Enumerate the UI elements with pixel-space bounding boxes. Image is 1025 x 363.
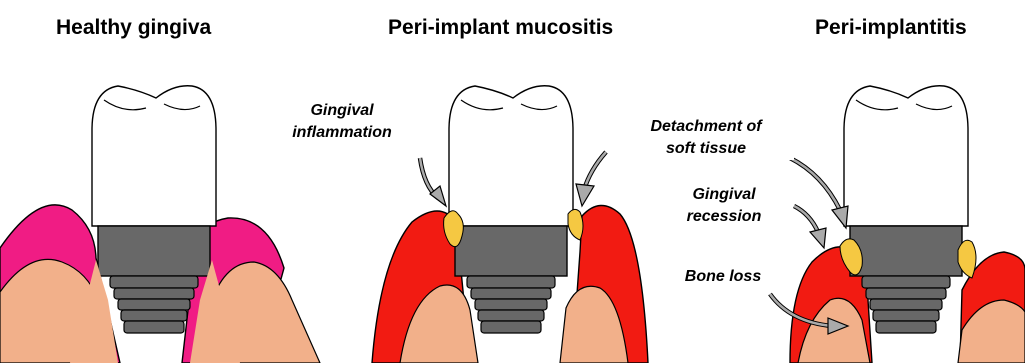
label-gingival-inflammation-line1: Gingival [272,100,412,122]
label-recession-line1: Gingival [662,184,786,206]
label-gingival-inflammation: Gingival inflammation [272,100,412,144]
label-detachment-line1: Detachment of [618,116,794,138]
label-gingival-recession: Gingival recession [662,184,786,228]
implant-crown-mucositis [449,86,573,333]
label-bone-loss: Bone loss [668,266,778,288]
title-healthy-gingiva: Healthy gingiva [56,16,211,40]
plaque-right-mucositis [568,209,583,240]
label-recession-line2: recession [662,206,786,228]
title-peri-implantitis: Peri-implantitis [815,16,967,40]
arrow-detachment-implantitis [790,158,848,228]
panel-implantitis [790,86,1025,363]
panel-mucositis [372,86,648,363]
arrow-gingival-recession [794,206,826,248]
label-detachment-line2: soft tissue [618,138,794,160]
label-bone-loss-text: Bone loss [668,266,778,288]
arrow-detachment-mucositis [576,152,606,206]
arrow-gingival-inflammation [420,158,446,206]
label-gingival-inflammation-line2: inflammation [272,122,412,144]
title-peri-implant-mucositis: Peri-implant mucositis [388,16,613,40]
label-detachment-soft-tissue: Detachment of soft tissue [618,116,794,160]
